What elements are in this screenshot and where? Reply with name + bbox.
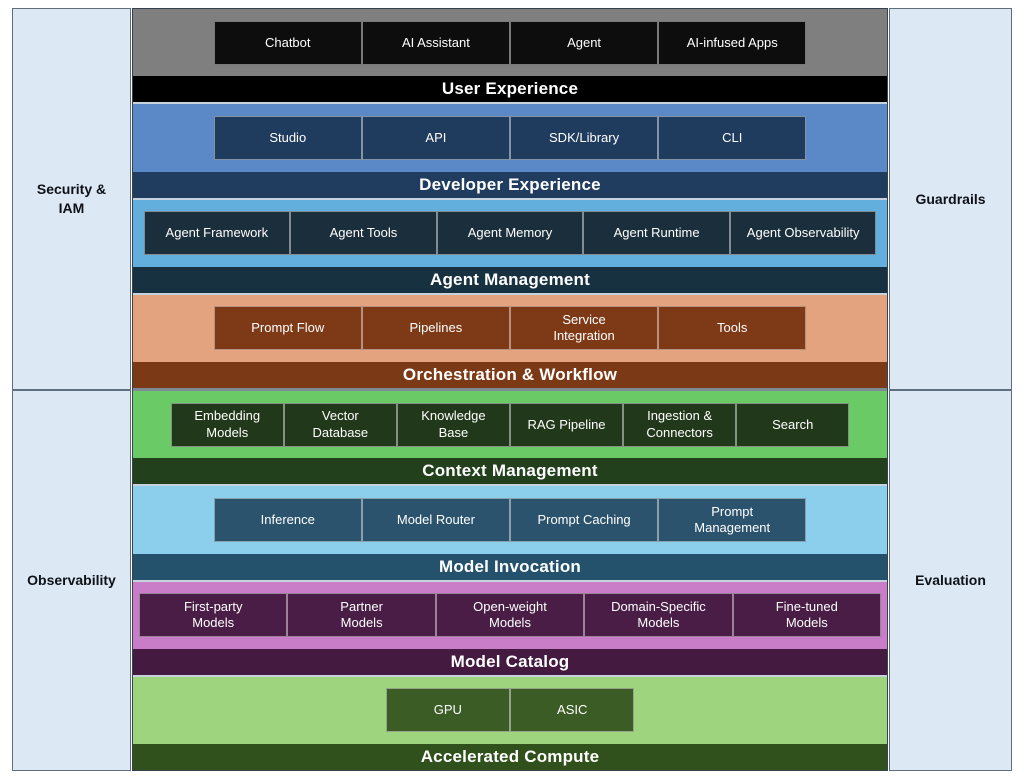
- section-model-catalog: First-party Models Partner Models Open-w…: [133, 581, 887, 675]
- section-agent-management: Agent Framework Agent Tools Agent Memory…: [133, 199, 887, 293]
- box-row: Studio API SDK/Library CLI: [213, 115, 807, 160]
- side-panel-evaluation: Evaluation: [889, 390, 1012, 771]
- diagram-box-pipelines: Pipelines: [361, 306, 510, 351]
- section-separator: [133, 197, 887, 200]
- band-user-experience: Chatbot AI Assistant Agent AI-infused Ap…: [133, 9, 887, 77]
- section-separator: [133, 674, 887, 677]
- layer-stack: Chatbot AI Assistant Agent AI-infused Ap…: [132, 8, 888, 771]
- diagram-box-agent-runtime: Agent Runtime: [583, 211, 730, 256]
- diagram-box-agent-observability: Agent Observability: [729, 211, 877, 256]
- side-panel-security-iam: Security & IAM: [12, 8, 131, 390]
- side-panel-guardrails: Guardrails: [889, 8, 1012, 390]
- section-user-experience: Chatbot AI Assistant Agent AI-infused Ap…: [133, 9, 887, 103]
- section-model-invocation: Inference Model Router Prompt Caching Pr…: [133, 486, 887, 580]
- box-row: Inference Model Router Prompt Caching Pr…: [213, 497, 807, 542]
- layer-title-agent-management: Agent Management: [133, 266, 887, 293]
- band-accelerated-compute: GPU ASIC: [133, 676, 887, 744]
- diagram-box-fine-tuned-models: Fine-tuned Models: [732, 593, 881, 638]
- layer-title-accelerated-compute: Accelerated Compute: [133, 744, 887, 770]
- diagram-box-api: API: [361, 115, 510, 160]
- diagram-box-inference: Inference: [213, 497, 362, 542]
- diagram-box-service-integration: Service Integration: [509, 306, 659, 351]
- section-separator: [133, 484, 887, 487]
- box-row: First-party Models Partner Models Open-w…: [139, 593, 881, 638]
- band-model-invocation: Inference Model Router Prompt Caching Pr…: [133, 486, 887, 554]
- band-orchestration-workflow: Prompt Flow Pipelines Service Integratio…: [133, 294, 887, 362]
- diagram-box-prompt-management: Prompt Management: [658, 497, 807, 542]
- section-context-management: Embedding Models Vector Database Knowled…: [133, 391, 887, 485]
- box-row: Chatbot AI Assistant Agent AI-infused Ap…: [213, 20, 807, 65]
- side-panel-label: Evaluation: [915, 572, 986, 589]
- layer-title-model-catalog: Model Catalog: [133, 648, 887, 675]
- diagram-box-prompt-flow: Prompt Flow: [213, 306, 362, 351]
- diagram-box-cli: CLI: [658, 115, 807, 160]
- diagram-box-sdk-library: SDK/Library: [509, 115, 659, 160]
- diagram-box-tools: Tools: [658, 306, 807, 351]
- diagram-box-chatbot: Chatbot: [213, 20, 362, 65]
- diagram-box-gpu: GPU: [385, 688, 510, 733]
- layer-title-orchestration-workflow: Orchestration & Workflow: [133, 362, 887, 388]
- diagram-box-agent-memory: Agent Memory: [436, 211, 584, 256]
- diagram-box-model-router: Model Router: [361, 497, 510, 542]
- diagram-box-asic: ASIC: [510, 688, 635, 733]
- side-panel-observability: Observability: [12, 390, 131, 771]
- layer-title-user-experience: User Experience: [133, 76, 887, 103]
- box-row: Embedding Models Vector Database Knowled…: [170, 402, 850, 447]
- diagram-box-partner-models: Partner Models: [287, 593, 436, 638]
- section-separator: [133, 579, 887, 582]
- diagram-box-prompt-caching: Prompt Caching: [509, 497, 659, 542]
- box-row: Agent Framework Agent Tools Agent Memory…: [143, 211, 877, 256]
- band-model-catalog: First-party Models Partner Models Open-w…: [133, 581, 887, 649]
- side-panel-label: Guardrails: [915, 190, 986, 207]
- diagram-box-open-weight-models: Open-weight Models: [435, 593, 585, 638]
- diagram-box-ingestion-connectors: Ingestion & Connectors: [623, 402, 737, 447]
- diagram-box-embedding-models: Embedding Models: [170, 402, 284, 447]
- section-developer-experience: Studio API SDK/Library CLI Developer Exp…: [133, 104, 887, 198]
- half-divider: [133, 388, 887, 391]
- box-row: Prompt Flow Pipelines Service Integratio…: [213, 306, 807, 351]
- diagram-box-ai-infused-apps: AI-infused Apps: [658, 20, 807, 65]
- diagram-box-vector-database: Vector Database: [283, 402, 397, 447]
- side-panel-label: Security & IAM: [36, 181, 107, 216]
- layer-title-developer-experience: Developer Experience: [133, 171, 887, 198]
- diagram-box-knowledge-base: Knowledge Base: [396, 402, 510, 447]
- section-separator: [133, 292, 887, 295]
- diagram-box-rag-pipeline: RAG Pipeline: [509, 402, 624, 447]
- diagram-box-search: Search: [736, 402, 850, 447]
- diagram-box-agent-tools: Agent Tools: [290, 211, 437, 256]
- band-context-management: Embedding Models Vector Database Knowled…: [133, 391, 887, 459]
- diagram-box-ai-assistant: AI Assistant: [361, 20, 510, 65]
- diagram-box-agent-framework: Agent Framework: [143, 211, 291, 256]
- diagram-box-studio: Studio: [213, 115, 362, 160]
- diagram-box-domain-specific-models: Domain-Specific Models: [584, 593, 733, 638]
- diagram-box-first-party-models: First-party Models: [139, 593, 288, 638]
- band-agent-management: Agent Framework Agent Tools Agent Memory…: [133, 199, 887, 267]
- side-panel-label: Observability: [27, 572, 116, 589]
- layer-title-context-management: Context Management: [133, 458, 887, 485]
- layer-title-model-invocation: Model Invocation: [133, 553, 887, 580]
- section-separator: [133, 102, 887, 105]
- diagram-box-agent: Agent: [509, 20, 659, 65]
- section-orchestration-workflow: Prompt Flow Pipelines Service Integratio…: [133, 294, 887, 388]
- box-row: GPU ASIC: [385, 688, 635, 733]
- band-developer-experience: Studio API SDK/Library CLI: [133, 104, 887, 172]
- section-accelerated-compute: GPU ASIC Accelerated Compute: [133, 676, 887, 770]
